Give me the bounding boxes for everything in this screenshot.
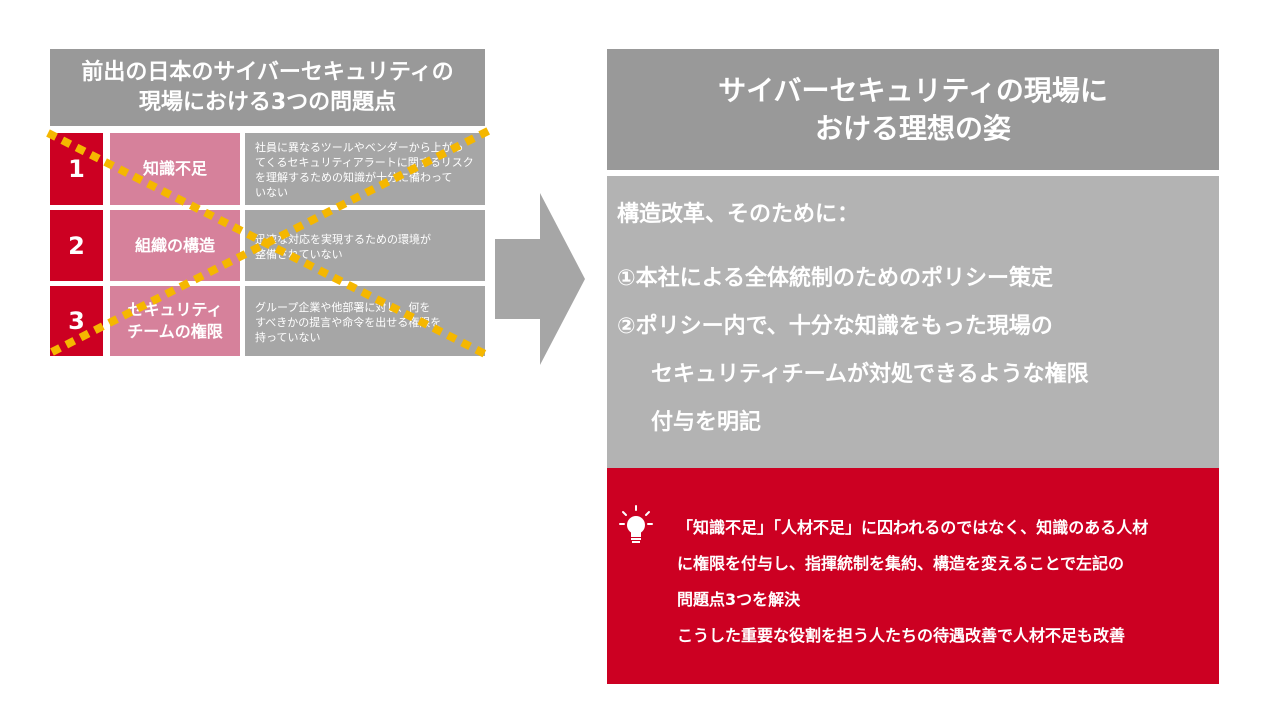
problem-label-2: 組織の構造 — [110, 210, 240, 281]
problem-label-1-line-1: 知識不足 — [142, 159, 207, 178]
right-title-line-1: サイバーセキュリティの現場に — [718, 73, 1108, 107]
problem-label-1: 知識不足 — [110, 133, 240, 205]
problem-number-1-text: 1 — [68, 155, 85, 183]
ideal-intro: 構造改革、そのために： — [617, 202, 860, 227]
problem-desc-1-line-4: いない — [255, 186, 288, 199]
problem-label-3-line-2: チームの権限 — [127, 322, 223, 341]
right-title-line-2: おける理想の姿 — [814, 111, 1011, 145]
ideal-item-1: ①本社による全体統制のためのポリシー策定 — [617, 266, 1053, 291]
left-title-line-2: 現場における3つの問題点 — [138, 89, 397, 115]
problem-desc-2: 迅速な対応を実現するための環境が 整備されていない — [245, 210, 485, 281]
right-panel-title: サイバーセキュリティの現場に おける理想の姿 — [607, 49, 1219, 170]
problem-desc-3-line-3: 持っていない — [255, 330, 321, 344]
problem-desc-1-line-3: を理解するための知識が十分に備わって — [255, 171, 453, 184]
problem-label-3: セキュリティ チームの権限 — [110, 286, 240, 356]
problem-number-3-text: 3 — [68, 307, 85, 335]
problem-desc-3-line-2: すべきかの提言や命令を出せる権限を — [255, 315, 442, 329]
ideal-item-2-line-3: 付与を明記 — [651, 410, 762, 435]
solution-note-box: 「知識不足」「人材不足」に囚われるのではなく、知識のある人材 に権限を付与し、指… — [607, 468, 1219, 684]
problem-number-2-text: 2 — [68, 231, 85, 260]
problem-desc-3-line-1: グループ企業や他部署に対し、何を — [255, 300, 431, 314]
problem-desc-3: グループ企業や他部署に対し、何を すべきかの提言や命令を出せる権限を 持っていな… — [245, 286, 485, 356]
note-line-1: 「知識不足」「人材不足」に囚われるのではなく、知識のある人材 — [677, 518, 1149, 537]
note-line-2: に権限を付与し、指揮統制を集約、構造を変えることで左記の — [677, 554, 1125, 573]
left-panel-title: 前出の日本のサイバーセキュリティの 現場における3つの問題点 — [50, 49, 485, 126]
note-line-4: こうした重要な役割を担う人たちの待遇改善で人材不足も改善 — [677, 626, 1126, 645]
ideal-approach-box: 構造改革、そのために： ①本社による全体統制のためのポリシー策定 ②ポリシー内で… — [607, 176, 1219, 468]
problem-label-2-line-1: 組織の構造 — [134, 235, 215, 255]
problem-number-3: 3 — [50, 286, 103, 356]
problem-number-2: 2 — [50, 210, 103, 281]
problem-number-1: 1 — [50, 133, 103, 205]
right-arrow-icon — [495, 193, 585, 365]
problem-desc-1-line-1: 社員に異なるツールやベンダーから上がっ — [255, 141, 464, 154]
ideal-item-2-line-2: セキュリティチームが対処できるような権限 — [651, 362, 1089, 387]
problem-desc-1-line-2: てくるセキュリティアラートに関するリスク — [255, 156, 474, 169]
problem-label-3-line-1: セキュリティ — [127, 300, 223, 319]
note-line-3: 問題点3つを解決 — [677, 590, 801, 609]
problem-desc-2-line-1: 迅速な対応を実現するための環境が — [255, 232, 431, 246]
problem-desc-2-line-2: 整備されていない — [255, 247, 343, 261]
problem-desc-1: 社員に異なるツールやベンダーから上がっ てくるセキュリティアラートに関するリスク… — [245, 133, 485, 205]
left-title-line-1: 前出の日本のサイバーセキュリティの — [81, 59, 454, 85]
ideal-item-2-line-1: ②ポリシー内で、十分な知識をもった現場の — [617, 314, 1053, 339]
lightbulb-icon — [619, 505, 653, 543]
